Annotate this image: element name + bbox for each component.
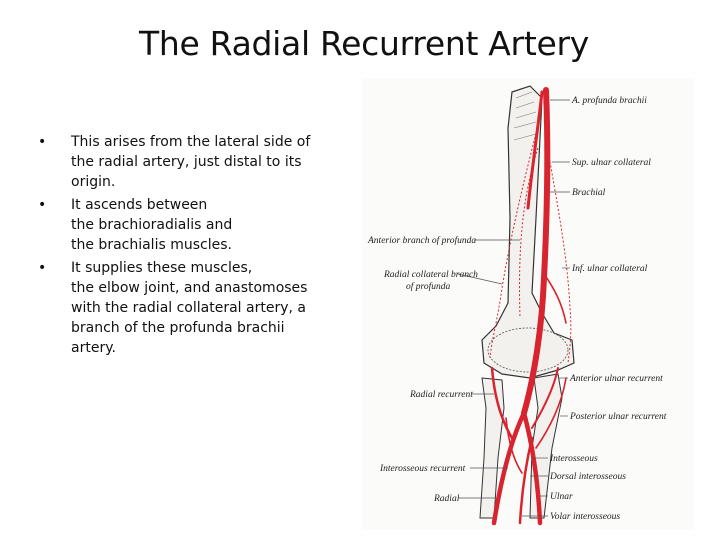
elbow-joint [487, 327, 569, 373]
inf-ulnar-collateral-artery [543, 273, 567, 324]
label-ulnar: Ulnar [550, 492, 573, 502]
posterior-ulnar-recurrent-artery [535, 377, 567, 449]
bullet-line: branch of the profunda brachii [71, 320, 285, 336]
label-profunda-brachii: A. profunda brachii [571, 95, 647, 106]
label-interosseous-recurrent: Interosseous recurrent [379, 464, 466, 474]
anterior-ulnar-recurrent-artery [531, 367, 559, 429]
bullet-marker: • [38, 260, 47, 276]
label-inf-ulnar-collateral: Inf. ulnar collateral [571, 263, 648, 274]
bullet-line: the brachioradialis and [71, 217, 233, 233]
label-radial: Radial [433, 494, 460, 504]
label-dorsal-interosseous: Dorsal interosseous [549, 472, 626, 482]
bullet-list: • This arises from the lateral side of t… [38, 132, 328, 361]
label-interosseous: Interosseous [549, 454, 598, 464]
radial-artery [491, 410, 527, 526]
bone-hatching [513, 91, 537, 141]
radial-collateral-branch [489, 117, 541, 359]
bullet-marker: • [38, 197, 47, 213]
anatomy-illustration: A. profunda brachii Sup. ulnar collatera… [362, 78, 694, 530]
label-brachial: Brachial [572, 188, 606, 198]
profunda-brachii-artery [526, 90, 544, 210]
label-radial-collateral-2: of profunda [406, 281, 450, 292]
bullet-item: • This arises from the lateral side of t… [38, 132, 328, 192]
bullet-line: the brachialis muscles. [71, 237, 232, 253]
ulnar-artery [521, 410, 543, 526]
bullet-line: artery. [71, 340, 116, 356]
sup-ulnar-collateral-branch [545, 137, 572, 364]
artery-diagram: A. profunda brachii Sup. ulnar collatera… [367, 85, 667, 526]
label-posterior-ulnar-recurrent: Posterior ulnar recurrent [569, 412, 667, 422]
radial-recurrent-artery [490, 366, 514, 440]
bullet-line: the radial artery, just distal to its [71, 154, 302, 170]
leader-lines [457, 99, 570, 517]
bullet-item: • It supplies these muscles, the elbow j… [38, 258, 328, 358]
humerus-bone [481, 85, 575, 379]
label-anterior-branch-profunda: Anterior branch of profunda [367, 235, 476, 246]
label-sup-ulnar-collateral: Sup. ulnar collateral [572, 158, 651, 168]
interosseous-recurrent-artery [505, 417, 523, 474]
bullet-line: This arises from the lateral side of [71, 134, 311, 150]
bullet-item: • It ascends between the brachioradialis… [38, 195, 328, 255]
bullet-line: origin. [71, 174, 116, 190]
bullet-line: the elbow joint, and anastomoses [71, 280, 308, 296]
bullet-line: It ascends between [71, 197, 208, 213]
slide-title: The Radial Recurrent Artery [139, 24, 589, 63]
bullet-marker: • [38, 134, 47, 150]
label-volar-interosseous: Volar interosseous [550, 512, 620, 522]
interosseous-artery [518, 436, 534, 525]
bullet-line: It supplies these muscles, [71, 260, 253, 276]
brachial-artery [521, 87, 551, 416]
label-anterior-ulnar-recurrent: Anterior ulnar recurrent [569, 374, 663, 384]
label-radial-recurrent: Radial recurrent [409, 390, 473, 400]
label-radial-collateral-1: Radial collateral branch [383, 270, 478, 280]
bullet-line: with the radial collateral artery, a [71, 300, 306, 316]
